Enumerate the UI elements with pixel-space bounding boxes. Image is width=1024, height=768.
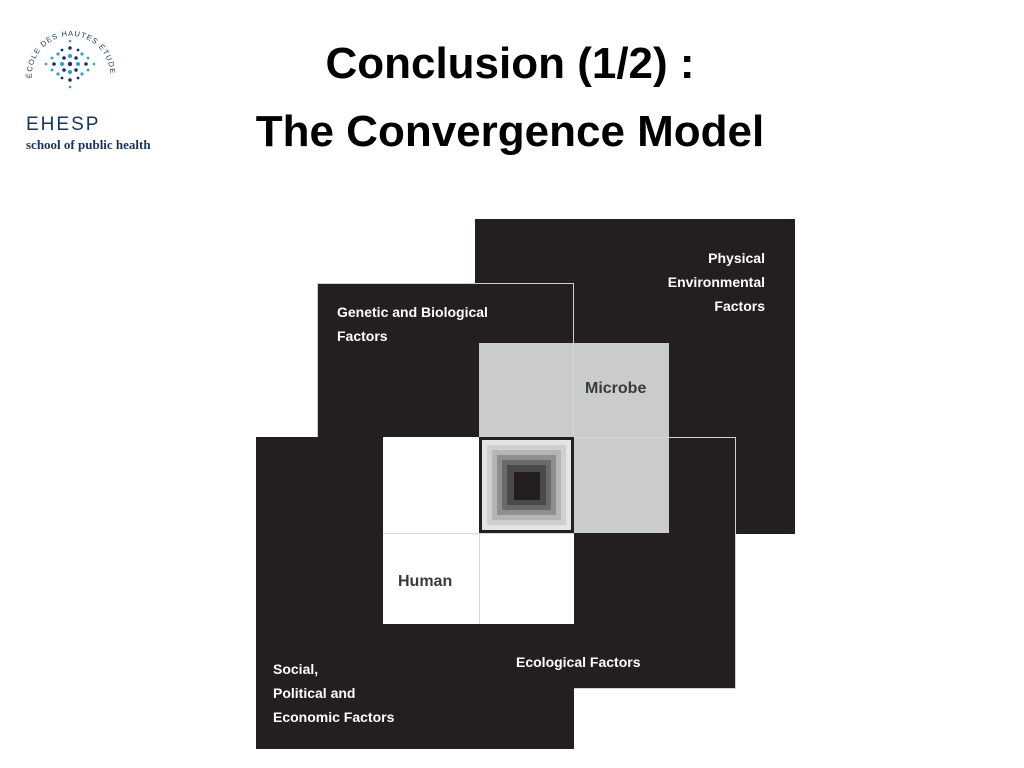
- genetic-biological-label: Genetic and Biological Factors: [337, 304, 488, 344]
- human-label: Human: [398, 573, 453, 590]
- slide-title-line-2: The Convergence Model: [255, 107, 765, 156]
- slide-title-line-1: Conclusion (1/2) :: [325, 39, 695, 88]
- microbe-divider-horizontal: [479, 437, 669, 438]
- svg-text:ÉCOLE DES HAUTES ÉTUDES EN SAN: ÉCOLE DES HAUTES ÉTUDES EN SANTÉ PUBLIQU…: [18, 14, 117, 78]
- logo-emblem: ÉCOLE DES HAUTES ÉTUDES EN SANTÉ PUBLIQU…: [18, 14, 117, 89]
- logo-name: EHESP: [26, 114, 101, 135]
- ecological-factors-label: Ecological Factors: [516, 654, 641, 670]
- logo-dots-icon: [44, 39, 96, 89]
- physical-environmental-label: Physical Environmental Factors: [667, 250, 765, 314]
- logo-subtitle: school of public health: [26, 137, 151, 152]
- ehesp-logo: ÉCOLE DES HAUTES ÉTUDES EN SANTÉ PUBLIQU…: [18, 14, 178, 164]
- microbe-label: Microbe: [585, 380, 647, 397]
- social-political-economic-label: Social, Political and Economic Factors: [273, 661, 395, 725]
- logo-arc-text: ÉCOLE DES HAUTES ÉTUDES EN SANTÉ PUBLIQU…: [18, 14, 116, 78]
- human-divider-horizontal: [383, 533, 574, 534]
